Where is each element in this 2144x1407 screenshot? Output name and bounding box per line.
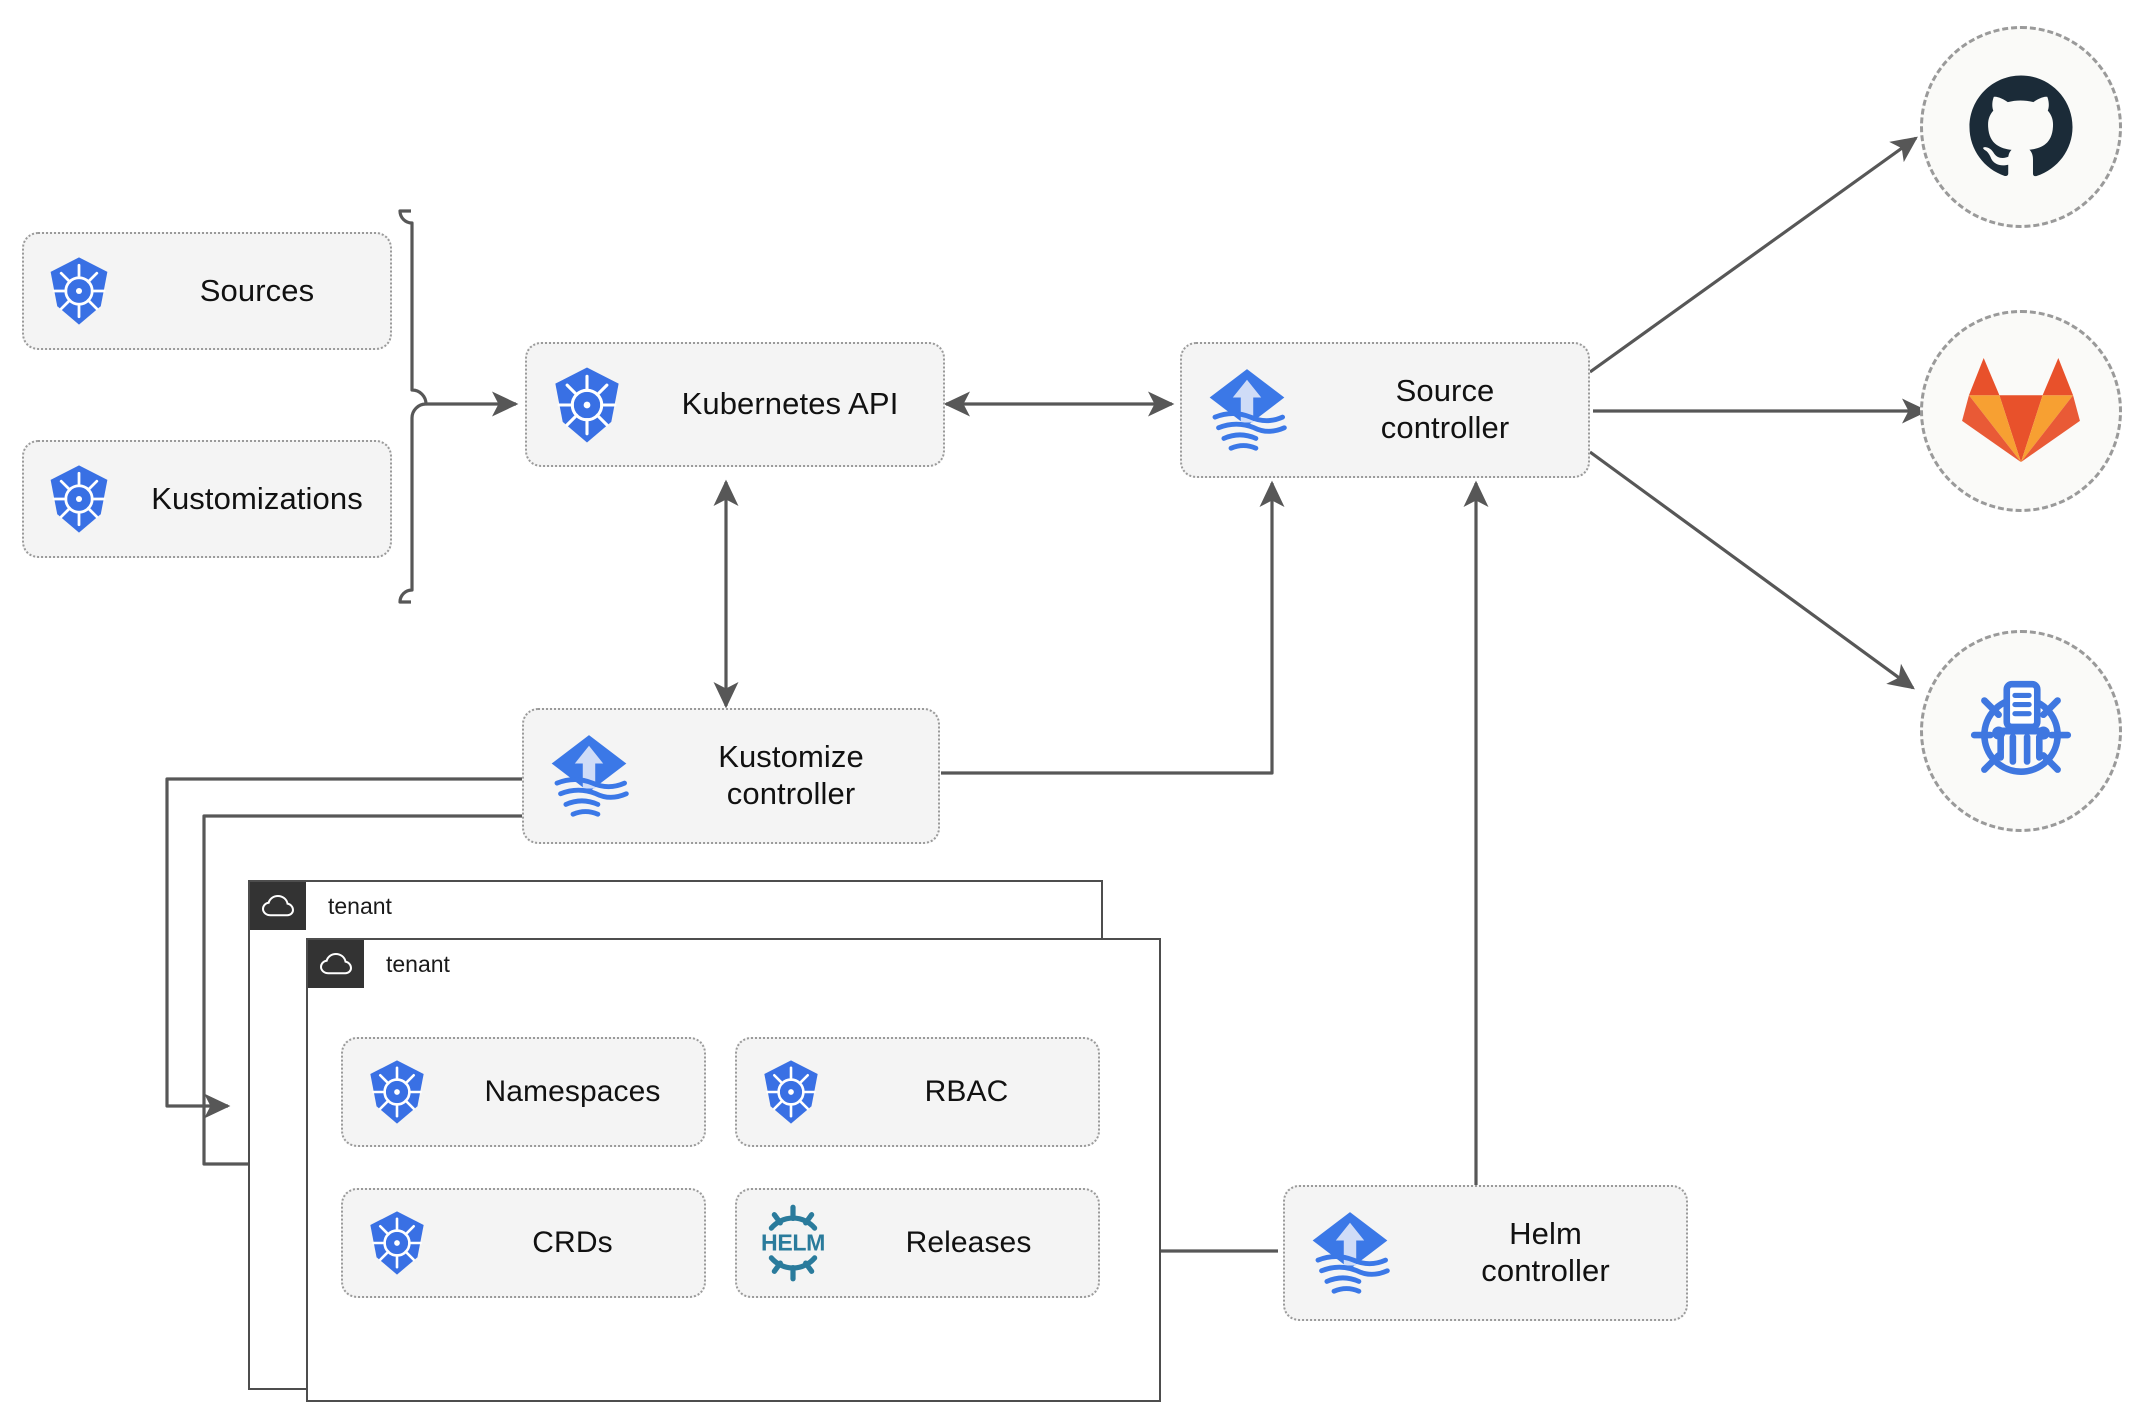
- node-label: CRDs: [532, 1226, 613, 1260]
- node-kustomizations[interactable]: Kustomizations: [22, 440, 392, 558]
- flux-icon: [524, 728, 654, 824]
- node-label: Kubernetes API: [681, 386, 899, 422]
- kubernetes-icon: [737, 1059, 845, 1125]
- kubernetes-icon-glyph: [555, 366, 619, 443]
- kubernetes-icon-glyph: [764, 1060, 818, 1124]
- node-helm-controller[interactable]: Helm controller: [1283, 1185, 1688, 1321]
- node-label: Source controller: [1312, 373, 1588, 446]
- helm-icon-glyph: HELM: [761, 1204, 825, 1282]
- node-label-line2: controller: [1380, 410, 1510, 445]
- node-label: Releases: [905, 1226, 1032, 1260]
- cloud-icon: [308, 940, 364, 988]
- node-label: Kustomize controller: [654, 739, 938, 812]
- node-kustomize-controller[interactable]: Kustomize controller: [522, 708, 940, 844]
- node-source-controller[interactable]: Source controller: [1180, 342, 1590, 478]
- node-crds[interactable]: CRDs: [341, 1188, 706, 1298]
- kubernetes-icon: [527, 366, 647, 444]
- provider-github[interactable]: [1920, 26, 2122, 228]
- node-namespaces[interactable]: Namespaces: [341, 1037, 706, 1147]
- node-label: Helm controller: [1415, 1216, 1686, 1289]
- node-label-line1: Helm: [1509, 1216, 1582, 1252]
- tenant-window-inner[interactable]: tenant: [306, 938, 1161, 1402]
- github-icon: [1969, 75, 2073, 177]
- cloud-icon: [250, 882, 306, 930]
- node-label-line1: Source: [1395, 373, 1495, 409]
- kubernetes-icon: [24, 256, 134, 326]
- kubernetes-icon: [343, 1210, 451, 1276]
- node-label-line1: Kustomize: [718, 739, 864, 775]
- node-label-line2: controller: [726, 776, 856, 811]
- node-kubernetes-api[interactable]: Kubernetes API: [525, 342, 945, 467]
- provider-gitlab[interactable]: [1920, 310, 2122, 512]
- node-sources[interactable]: Sources: [22, 232, 392, 350]
- node-label: RBAC: [924, 1075, 1009, 1109]
- cloud-icon-glyph: [319, 952, 353, 975]
- cloud-icon-glyph: [261, 894, 295, 917]
- flux-icon-glyph: [551, 735, 629, 817]
- kubernetes-icon-glyph: [370, 1060, 424, 1124]
- provider-bucket[interactable]: [1920, 630, 2122, 832]
- flux-icon-glyph: [1312, 1212, 1390, 1294]
- node-label: Sources: [199, 272, 315, 308]
- gitlab-icon: [1962, 357, 2080, 463]
- node-label: Namespaces: [484, 1075, 661, 1109]
- flux-icon: [1182, 362, 1312, 458]
- tenant-title: tenant: [328, 892, 392, 919]
- kubernetes-icon-glyph: [370, 1211, 424, 1275]
- tenant-title: tenant: [386, 950, 450, 977]
- node-releases[interactable]: HELM Releases: [735, 1188, 1100, 1298]
- node-label: Kustomizations: [151, 480, 363, 516]
- kubernetes-icon: [24, 464, 134, 534]
- helm-icon: HELM: [737, 1204, 849, 1282]
- kubernetes-icon-glyph: [50, 257, 108, 325]
- tenant-header: tenant: [308, 940, 450, 988]
- tenant-header: tenant: [250, 882, 392, 930]
- flux-icon-glyph: [1209, 369, 1287, 451]
- kubernetes-icon-glyph: [50, 465, 108, 533]
- flux-icon: [1285, 1205, 1415, 1301]
- svg-text:HELM: HELM: [761, 1229, 825, 1255]
- kubernetes-icon: [343, 1059, 451, 1125]
- bucket-icon: [1970, 680, 2072, 775]
- node-rbac[interactable]: RBAC: [735, 1037, 1100, 1147]
- node-label-line2: controller: [1481, 1253, 1610, 1288]
